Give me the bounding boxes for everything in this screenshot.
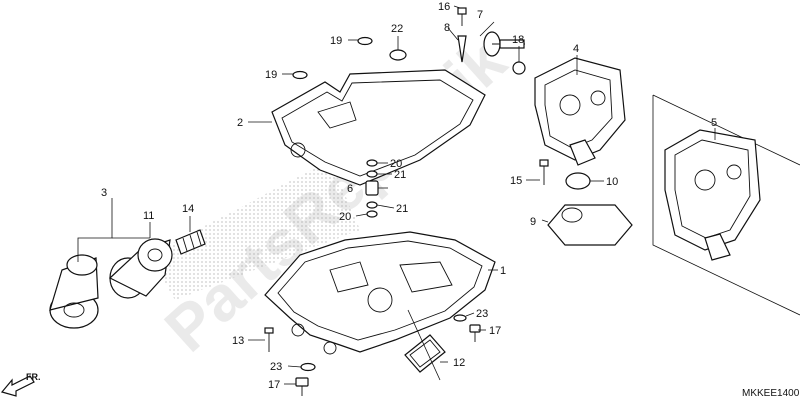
callout-label: 17 [268,379,280,391]
callout-label: 12 [453,357,465,369]
pin-8 [457,35,467,63]
washer-23-lower [300,362,316,372]
callout-label: 7 [477,9,483,21]
diagram-code: MKKEE1400 [742,388,800,399]
callout-label: 19 [330,35,342,47]
callout-label: 21 [396,203,408,215]
bolt-16 [457,7,467,26]
cover-plate [404,334,446,373]
filter-fitting [175,229,206,255]
arrow-icon [0,375,35,397]
direction-label: FR. [26,372,41,382]
callout-label: 13 [232,335,244,347]
seal-10 [565,172,591,190]
drain-bolt-17-upper [469,324,481,342]
callout-label: 20 [390,158,402,170]
leader-lines [77,5,716,385]
callout-label: 17 [489,325,501,337]
o-ring-22 [389,49,407,61]
oil-filter-assembly [49,254,99,329]
callout-label: 23 [270,361,282,373]
callout-label: 1 [500,265,506,277]
pump-shaft-gear [483,31,525,57]
callout-label: 14 [182,203,194,215]
oil-filter-cartridge [108,238,173,299]
strainer-cover-9 [547,204,633,246]
callout-label: 9 [530,216,536,228]
bolt-15 [539,159,549,185]
o-ring-19-upper [357,36,373,46]
bracket-5 [652,94,800,316]
callout-label: 22 [391,23,403,35]
front-direction-arrow: FR. [0,372,41,397]
callout-label: 19 [265,69,277,81]
callout-label: 5 [711,117,717,129]
oil-pan-gasket [271,69,486,186]
callout-label: 11 [143,210,154,222]
filter-projection-dots [150,160,360,300]
oil-pan [264,231,496,355]
callout-label: 2 [237,117,243,129]
callout-label: 16 [438,1,450,13]
oil-pump-5 [664,129,761,261]
drain-bolt-17-lower [295,377,309,396]
callout-label: 23 [476,308,488,320]
callout-label: 10 [606,176,618,188]
callout-labels: 1 2 3 4 5 6 7 8 9 10 11 12 13 14 15 16 1… [101,1,717,391]
washer-23-upper [453,314,467,322]
callout-label: 4 [573,43,579,55]
o-ring-19-lower [292,70,308,80]
callout-label: 3 [101,187,107,199]
callout-label: 20 [339,211,351,223]
callout-label: 18 [512,34,524,46]
callout-label: 15 [510,175,522,187]
oil-pump-assembly [534,57,626,166]
callout-label: 21 [394,169,406,181]
callout-label: 8 [444,22,450,34]
bolt-13 [264,327,274,352]
callout-label: 6 [347,183,353,195]
seal-18 [512,61,526,75]
